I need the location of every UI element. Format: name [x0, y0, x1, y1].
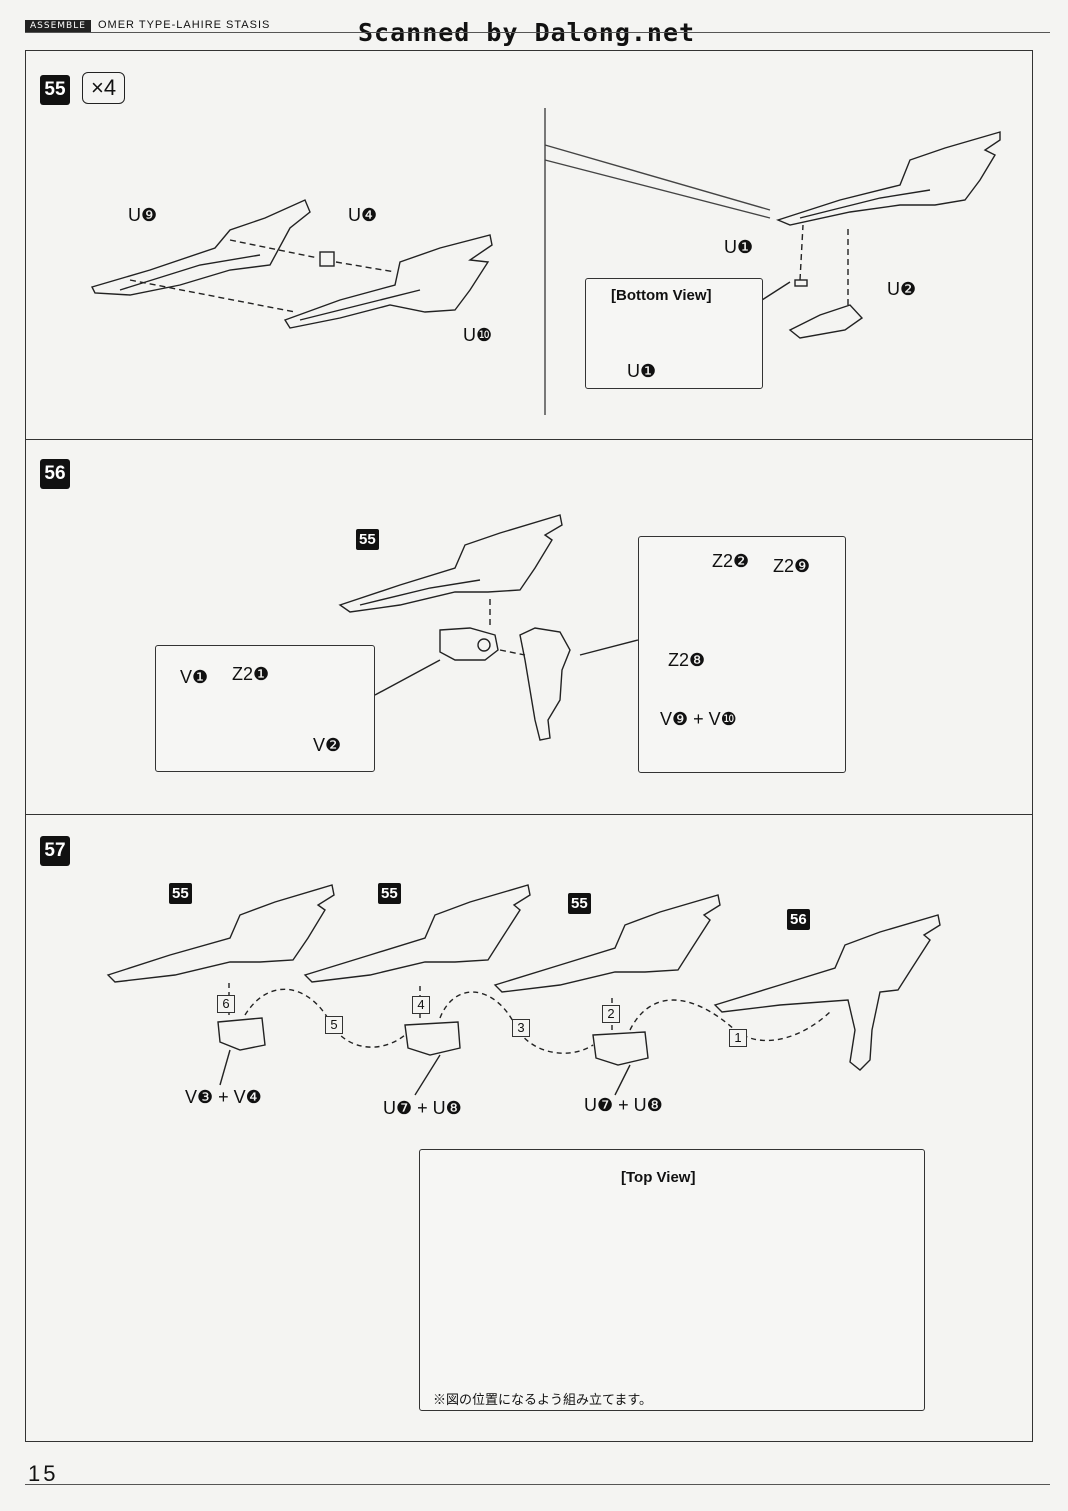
ref-step-55-a: 55: [169, 883, 192, 904]
order-marker-4: 4: [412, 996, 430, 1014]
bottom-view-box: [585, 278, 763, 389]
part-label-v2: V❷: [313, 735, 342, 755]
section-tag: ASSEMBLE: [25, 20, 91, 32]
part-label-u2: U❷: [887, 279, 917, 299]
bottom-view-title: [Bottom View]: [611, 287, 712, 304]
part-label-u7-u8-a: U❼ + U❽: [383, 1098, 462, 1118]
part-label-u1-bottom: U❶: [627, 361, 657, 381]
order-marker-3: 3: [512, 1019, 530, 1037]
part-label-v9-v10: V❾ + V❿: [660, 709, 737, 729]
detail-box-right: [638, 536, 846, 773]
part-label-z2-1: Z2❶: [232, 664, 270, 684]
footer-rule: [25, 1484, 1050, 1485]
step-55-number: 55: [40, 75, 70, 105]
part-label-v3-v4: V❸ + V❹: [185, 1087, 262, 1107]
page-number: 15: [28, 1461, 59, 1486]
top-view-box: [419, 1149, 925, 1411]
header-rule: [25, 32, 1050, 33]
top-view-title: [Top View]: [621, 1169, 696, 1186]
part-label-u4: U❹: [348, 205, 378, 225]
part-label-u9: U❾: [128, 205, 158, 225]
step-57-number: 57: [40, 836, 70, 866]
order-marker-2: 2: [602, 1005, 620, 1023]
kit-title: OMER TYPE-LAHIRE STASIS: [98, 19, 271, 31]
part-label-z2-9: Z2❾: [773, 556, 811, 576]
part-label-z2-2: Z2❷: [712, 551, 750, 571]
part-label-u10: U❿: [463, 325, 493, 345]
assembly-note: ※図の位置になるよう組み立てます。: [433, 1392, 653, 1407]
ref-step-55-b: 55: [378, 883, 401, 904]
quantity-badge: ×4: [82, 72, 126, 104]
part-label-u1: U❶: [724, 237, 754, 257]
ref-step-55: 55: [356, 529, 379, 550]
order-marker-1: 1: [729, 1029, 747, 1047]
detail-box-left: [155, 645, 375, 772]
order-marker-6: 6: [217, 995, 235, 1013]
part-label-z2-8: Z2❽: [668, 650, 706, 670]
ref-step-56: 56: [787, 909, 810, 930]
step-56-number: 56: [40, 459, 70, 489]
step-57-panel: [25, 814, 1033, 1442]
part-label-u7-u8-b: U❼ + U❽: [584, 1095, 663, 1115]
ref-step-55-c: 55: [568, 893, 591, 914]
part-label-v1: V❶: [180, 667, 209, 687]
order-marker-5: 5: [325, 1016, 343, 1034]
